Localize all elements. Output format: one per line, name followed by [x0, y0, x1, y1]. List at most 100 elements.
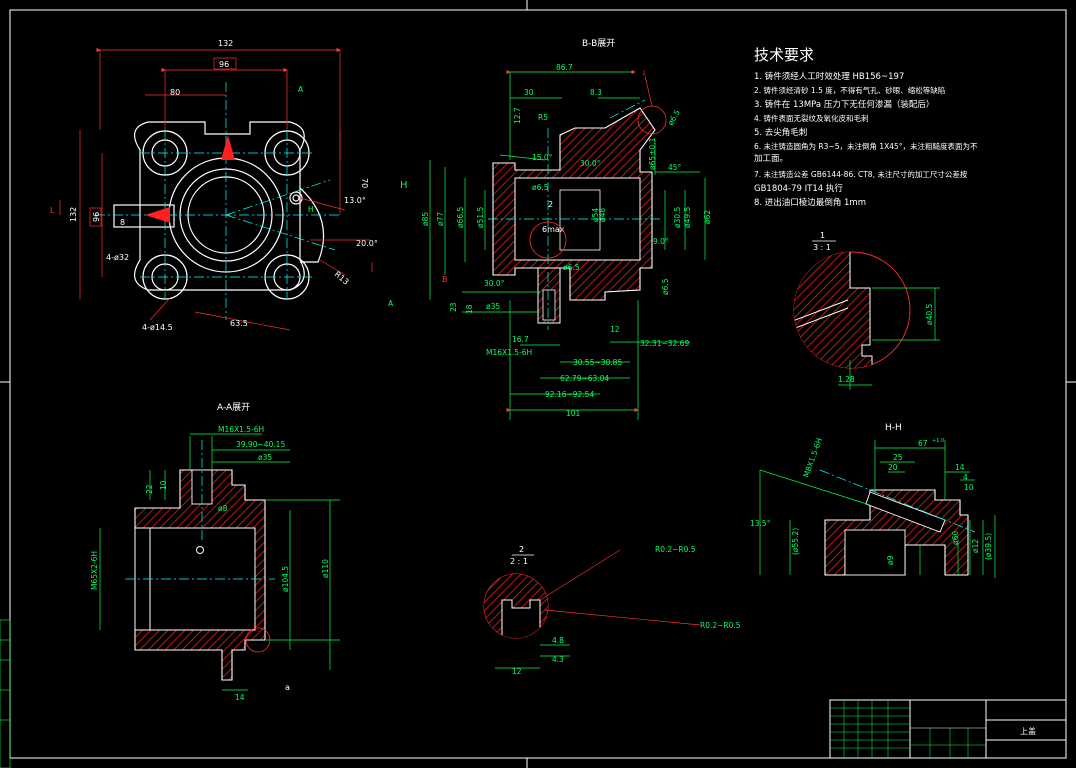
- dim-tol-3: 62.79~63.04: [560, 374, 609, 383]
- dim-dia-6a: ø6.5: [532, 183, 549, 192]
- section-mark-h-bb: H: [400, 180, 408, 191]
- dim-ref-8: 8: [120, 218, 125, 227]
- detail-2-id: 2: [519, 545, 524, 554]
- dim-70: 70: [360, 178, 369, 188]
- tech-req-item-1: 1. 铸件须经人工时效处理 HB156~197: [754, 71, 904, 82]
- hh-thread: M8X1.5-6H: [801, 437, 824, 479]
- dim-dia-6d: ø6.5: [661, 278, 670, 295]
- detail-1-dim-1-28: 1.28: [838, 375, 855, 384]
- title-block: 上盖: [829, 699, 1067, 759]
- title-aa: A-A展开: [217, 402, 250, 413]
- aa-dim-14: 14: [235, 693, 245, 702]
- hh-dim-67: 67: [918, 439, 928, 448]
- hh-dim-67-tol: +1 0: [932, 438, 944, 444]
- hh-dia-39: (ø39.5): [984, 533, 993, 560]
- section-mark-a-top: A: [298, 85, 304, 94]
- detail-1-id: 1: [820, 231, 825, 240]
- detail-1: 1 3 : 1 ø40.5 1.28: [793, 231, 940, 390]
- tech-req-item-2: 2. 铸件须经清砂 1.5 度，不得有气孔、砂眼、缩松等缺陷: [754, 85, 945, 95]
- dim-ang-13: 13.0°: [344, 196, 366, 205]
- dim-86-7: 86.7: [556, 63, 573, 72]
- hh-dia-9: ø9: [886, 555, 895, 565]
- dim-8-3: 8.3: [590, 88, 602, 97]
- dim-30: 30: [524, 88, 534, 97]
- dim-v96: 96: [92, 212, 101, 222]
- section-mark-l: L: [50, 206, 55, 215]
- section-hh: H-H M8X1.5-6H 67 +1 0 25 20 14 4 10 13.5…: [750, 423, 996, 578]
- detail-1-scale: 3 : 1: [813, 243, 831, 252]
- aa-dia-8: ø8: [218, 504, 228, 513]
- tech-req-item-8: 7. 未注铸造公差 GB6144-86. CT8, 未注尺寸的加工尺寸公差按: [754, 169, 968, 179]
- hh-dia-12: ø12: [971, 539, 980, 553]
- detail-2-dim-4-3: 4.3: [552, 655, 564, 664]
- dim-63-5: 63.5: [230, 319, 248, 328]
- dim-ang-20: 20.0°: [356, 239, 378, 248]
- dim-18: 18: [465, 304, 474, 314]
- tech-req-item-5: 5. 去尖角毛刺: [754, 127, 807, 138]
- detail-callout-1: 1: [642, 70, 646, 77]
- dim-6max: 6max: [542, 225, 565, 234]
- tech-req-item-6: 6. 未注铸造圆角为 R3~5，未注倒角 1X45°，未注粗糙度表面为不: [754, 141, 978, 151]
- hh-dim-4: 4: [963, 473, 968, 482]
- dim-dia-30: ø30.5: [673, 206, 682, 228]
- title-bb: B-B展开: [582, 38, 615, 49]
- aa-ref-a: a: [285, 683, 290, 692]
- hh-ang: 13.5°: [750, 519, 771, 528]
- dim-dia-85: ø85: [421, 212, 430, 226]
- hh-dim-20: 20: [888, 463, 898, 472]
- aa-dim-22: 22: [145, 484, 154, 494]
- dim-132: 132: [218, 39, 233, 48]
- hh-dia-60: ø60: [951, 531, 960, 545]
- dim-23: 23: [449, 302, 458, 312]
- dim-ang-30a: 30.0°: [580, 159, 601, 168]
- dim-2: 2: [548, 200, 553, 209]
- dim-holes-32: 4-ø32: [106, 253, 129, 262]
- detail-1-dia-40: ø40.5: [925, 303, 934, 325]
- tech-req-item-7: 加工面。: [754, 153, 788, 164]
- dim-v132: 132: [69, 207, 78, 222]
- dim-tol-1: 32.31~32.69: [640, 339, 689, 348]
- tech-req-item-4: 4. 铸件表面无裂纹及氧化皮和毛刺: [754, 113, 869, 123]
- aa-dim-10: 10: [159, 480, 168, 490]
- section-bb: B-B展开 86.7 30 8.3 1: [400, 38, 712, 420]
- plan-view: 132 96 80 70 132 96 4-ø32 4-ø14.5 63.5 1…: [50, 39, 394, 332]
- section-aa: A-A展开 M16X1.5-6H 39.90~40.15 ø35 22 10 ø…: [90, 402, 340, 702]
- hh-dim-25: 25: [893, 453, 903, 462]
- detail-2-scale: 2 : 1: [510, 557, 528, 566]
- dim-tol-4: 92.16~92.54: [545, 390, 594, 399]
- aa-thread-m16: M16X1.5-6H: [218, 425, 264, 434]
- dim-r13: R13: [333, 270, 351, 287]
- tech-req-item-3: 3. 铸件在 13MPa 压力下无任何渗漏（装配后）: [754, 99, 934, 110]
- dim-thread-m16: M16X1.5-6H: [486, 348, 532, 357]
- hh-dim-14: 14: [955, 463, 965, 472]
- dim-dia-62: ø62: [703, 210, 712, 224]
- dim-dia-66: ø66.5: [456, 206, 465, 228]
- section-mark-a-bottom: A: [388, 299, 394, 308]
- tech-req-title: 技术要求: [754, 46, 814, 64]
- dim-ang-45: 45°: [668, 163, 682, 172]
- dim-tol-2: 30.55~30.85: [573, 358, 622, 367]
- dim-r5: R5: [538, 113, 548, 122]
- aa-dia-35: ø35: [258, 453, 272, 462]
- detail-2-r1: R0.2~R0.5: [655, 545, 696, 554]
- dim-holes-14: 4-ø14.5: [142, 323, 173, 332]
- tech-req-item-10: 8. 进出油口棱边最倒角 1mm: [754, 197, 866, 208]
- dim-dia-48: ø48: [598, 208, 607, 222]
- title-hh: H-H: [885, 423, 902, 433]
- hh-dia-55: (ø55.2): [791, 528, 800, 555]
- dim-dia-6c: ø6.5: [666, 108, 682, 127]
- aa-dia-104: ø104.5: [281, 566, 290, 592]
- aa-dia-110: ø110: [321, 559, 330, 578]
- dim-dia-49: ø49.5: [683, 206, 692, 228]
- dim-dia-65: ø65±0.1: [648, 137, 657, 170]
- dim-12: 12: [610, 325, 620, 334]
- section-mark-h: H: [308, 205, 314, 214]
- section-mark-b: B: [442, 275, 448, 284]
- hh-dim-10: 10: [964, 483, 974, 492]
- detail-2-dim-12: 12: [512, 667, 522, 676]
- aa-tol: 39.90~40.15: [236, 440, 285, 449]
- dim-12-7: 12.7: [513, 107, 522, 124]
- dim-dia-54: ø54: [591, 208, 600, 222]
